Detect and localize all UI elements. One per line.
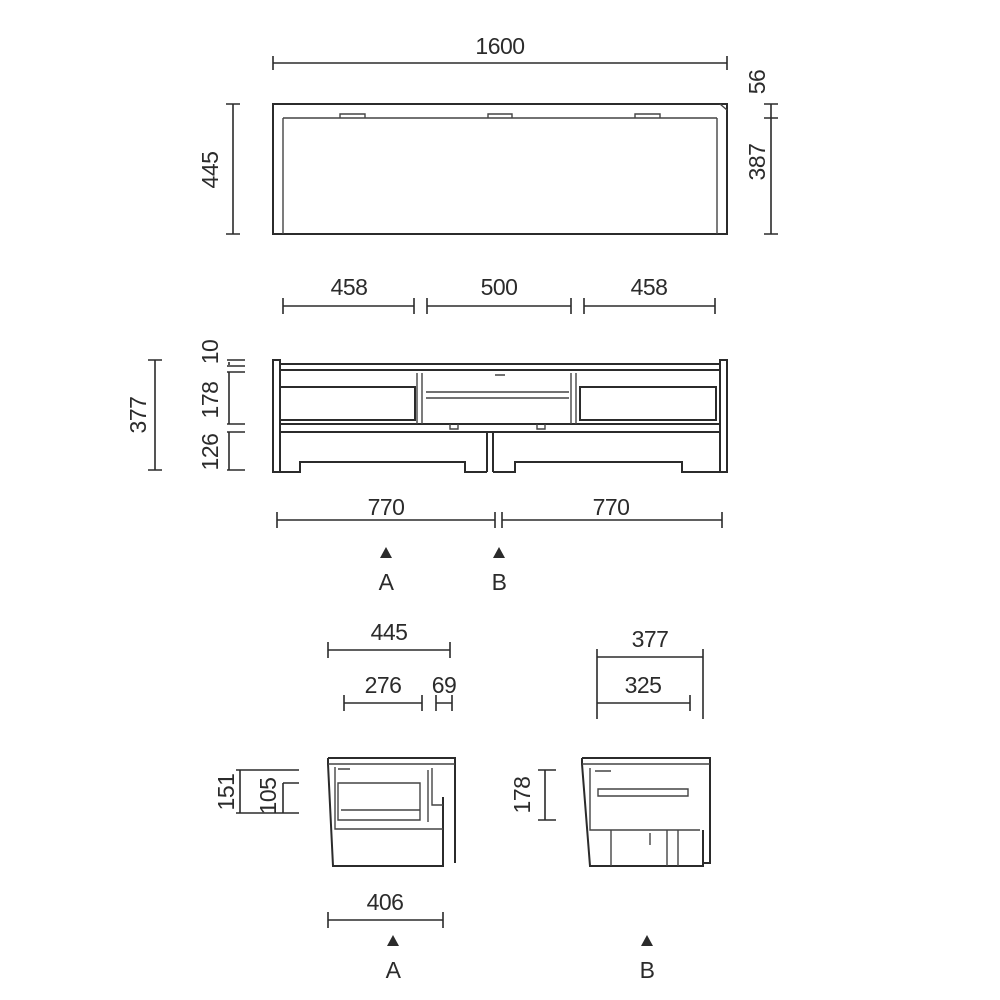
- section-a-outline: [327, 757, 456, 867]
- dim-line-a-depth: [327, 642, 451, 658]
- dim-line-right: [764, 103, 778, 235]
- dim-line-drawer-plinth: [227, 371, 245, 471]
- dim-module-left: 770: [368, 494, 405, 520]
- dim-line-a-heights: [236, 769, 299, 814]
- dim-line-b-depth: [596, 649, 704, 719]
- section-arrow-icon: [387, 935, 399, 946]
- dim-height: 377: [125, 397, 151, 434]
- dim-drawer-height: 178: [197, 382, 223, 419]
- dim-line-height: [148, 359, 162, 471]
- section-a-label: A: [386, 957, 402, 983]
- dim-a-depth: 445: [371, 619, 408, 645]
- dim-compartment-left: 458: [331, 274, 368, 300]
- top-view-outline: [272, 103, 728, 235]
- section-label-b: B: [492, 569, 507, 595]
- dim-a-front-offset: 69: [432, 672, 457, 698]
- dim-module-right: 770: [593, 494, 630, 520]
- front-view: 458 500 458 377 10 178 126 770 770 A B: [125, 274, 728, 595]
- dim-line-a-drawer: [343, 695, 453, 711]
- section-b-label: B: [640, 957, 655, 983]
- section-a-detail: [328, 763, 455, 830]
- section-a-view: 445 276 69 151 105 406 A: [213, 619, 457, 983]
- drawer-left: [279, 386, 416, 421]
- dim-compartment-right: 458: [631, 274, 668, 300]
- section-arrow-icon: [380, 547, 505, 558]
- section-b-detail: [582, 763, 710, 866]
- dim-line-depth: [226, 103, 240, 235]
- dim-width: 1600: [475, 33, 524, 59]
- dim-lip: 56: [744, 70, 770, 95]
- section-b-view: 377 325 178 B: [509, 626, 711, 983]
- dim-line-width: [272, 56, 728, 70]
- section-arrow-icon: [641, 935, 653, 946]
- dim-compartment-center: 500: [481, 274, 518, 300]
- top-view: 1600 445 56 387: [197, 33, 778, 235]
- dim-a-base-depth: 406: [367, 889, 404, 915]
- front-frame: [272, 359, 728, 473]
- dim-a-height-inner: 105: [255, 778, 281, 815]
- front-plinth: [280, 432, 720, 473]
- dim-depth: 445: [197, 152, 223, 189]
- top-view-inner: [282, 103, 728, 234]
- drawer-right: [579, 386, 717, 421]
- dim-line-b-shelf: [597, 695, 691, 711]
- dim-b-shelf-depth: 325: [625, 672, 662, 698]
- dim-top-board: 10: [197, 340, 223, 365]
- dim-body-depth: 387: [744, 144, 770, 181]
- dim-plinth-height: 126: [197, 434, 223, 471]
- section-b-outline: [581, 757, 711, 867]
- dim-line-top-board: [227, 359, 245, 367]
- dim-line-b-height: [538, 769, 556, 821]
- top-view-handles: [339, 113, 661, 118]
- front-hardware: [449, 374, 546, 430]
- dim-b-depth: 377: [632, 626, 669, 652]
- front-dividers: [416, 373, 577, 424]
- dim-a-height-outer: 151: [213, 774, 239, 811]
- section-label-a: A: [379, 569, 395, 595]
- dim-a-drawer-depth: 276: [365, 672, 402, 698]
- dim-b-height: 178: [509, 777, 535, 814]
- dim-lines-compartments: [282, 298, 716, 314]
- dim-line-a-base: [327, 912, 444, 928]
- dim-lines-modules: [276, 512, 723, 528]
